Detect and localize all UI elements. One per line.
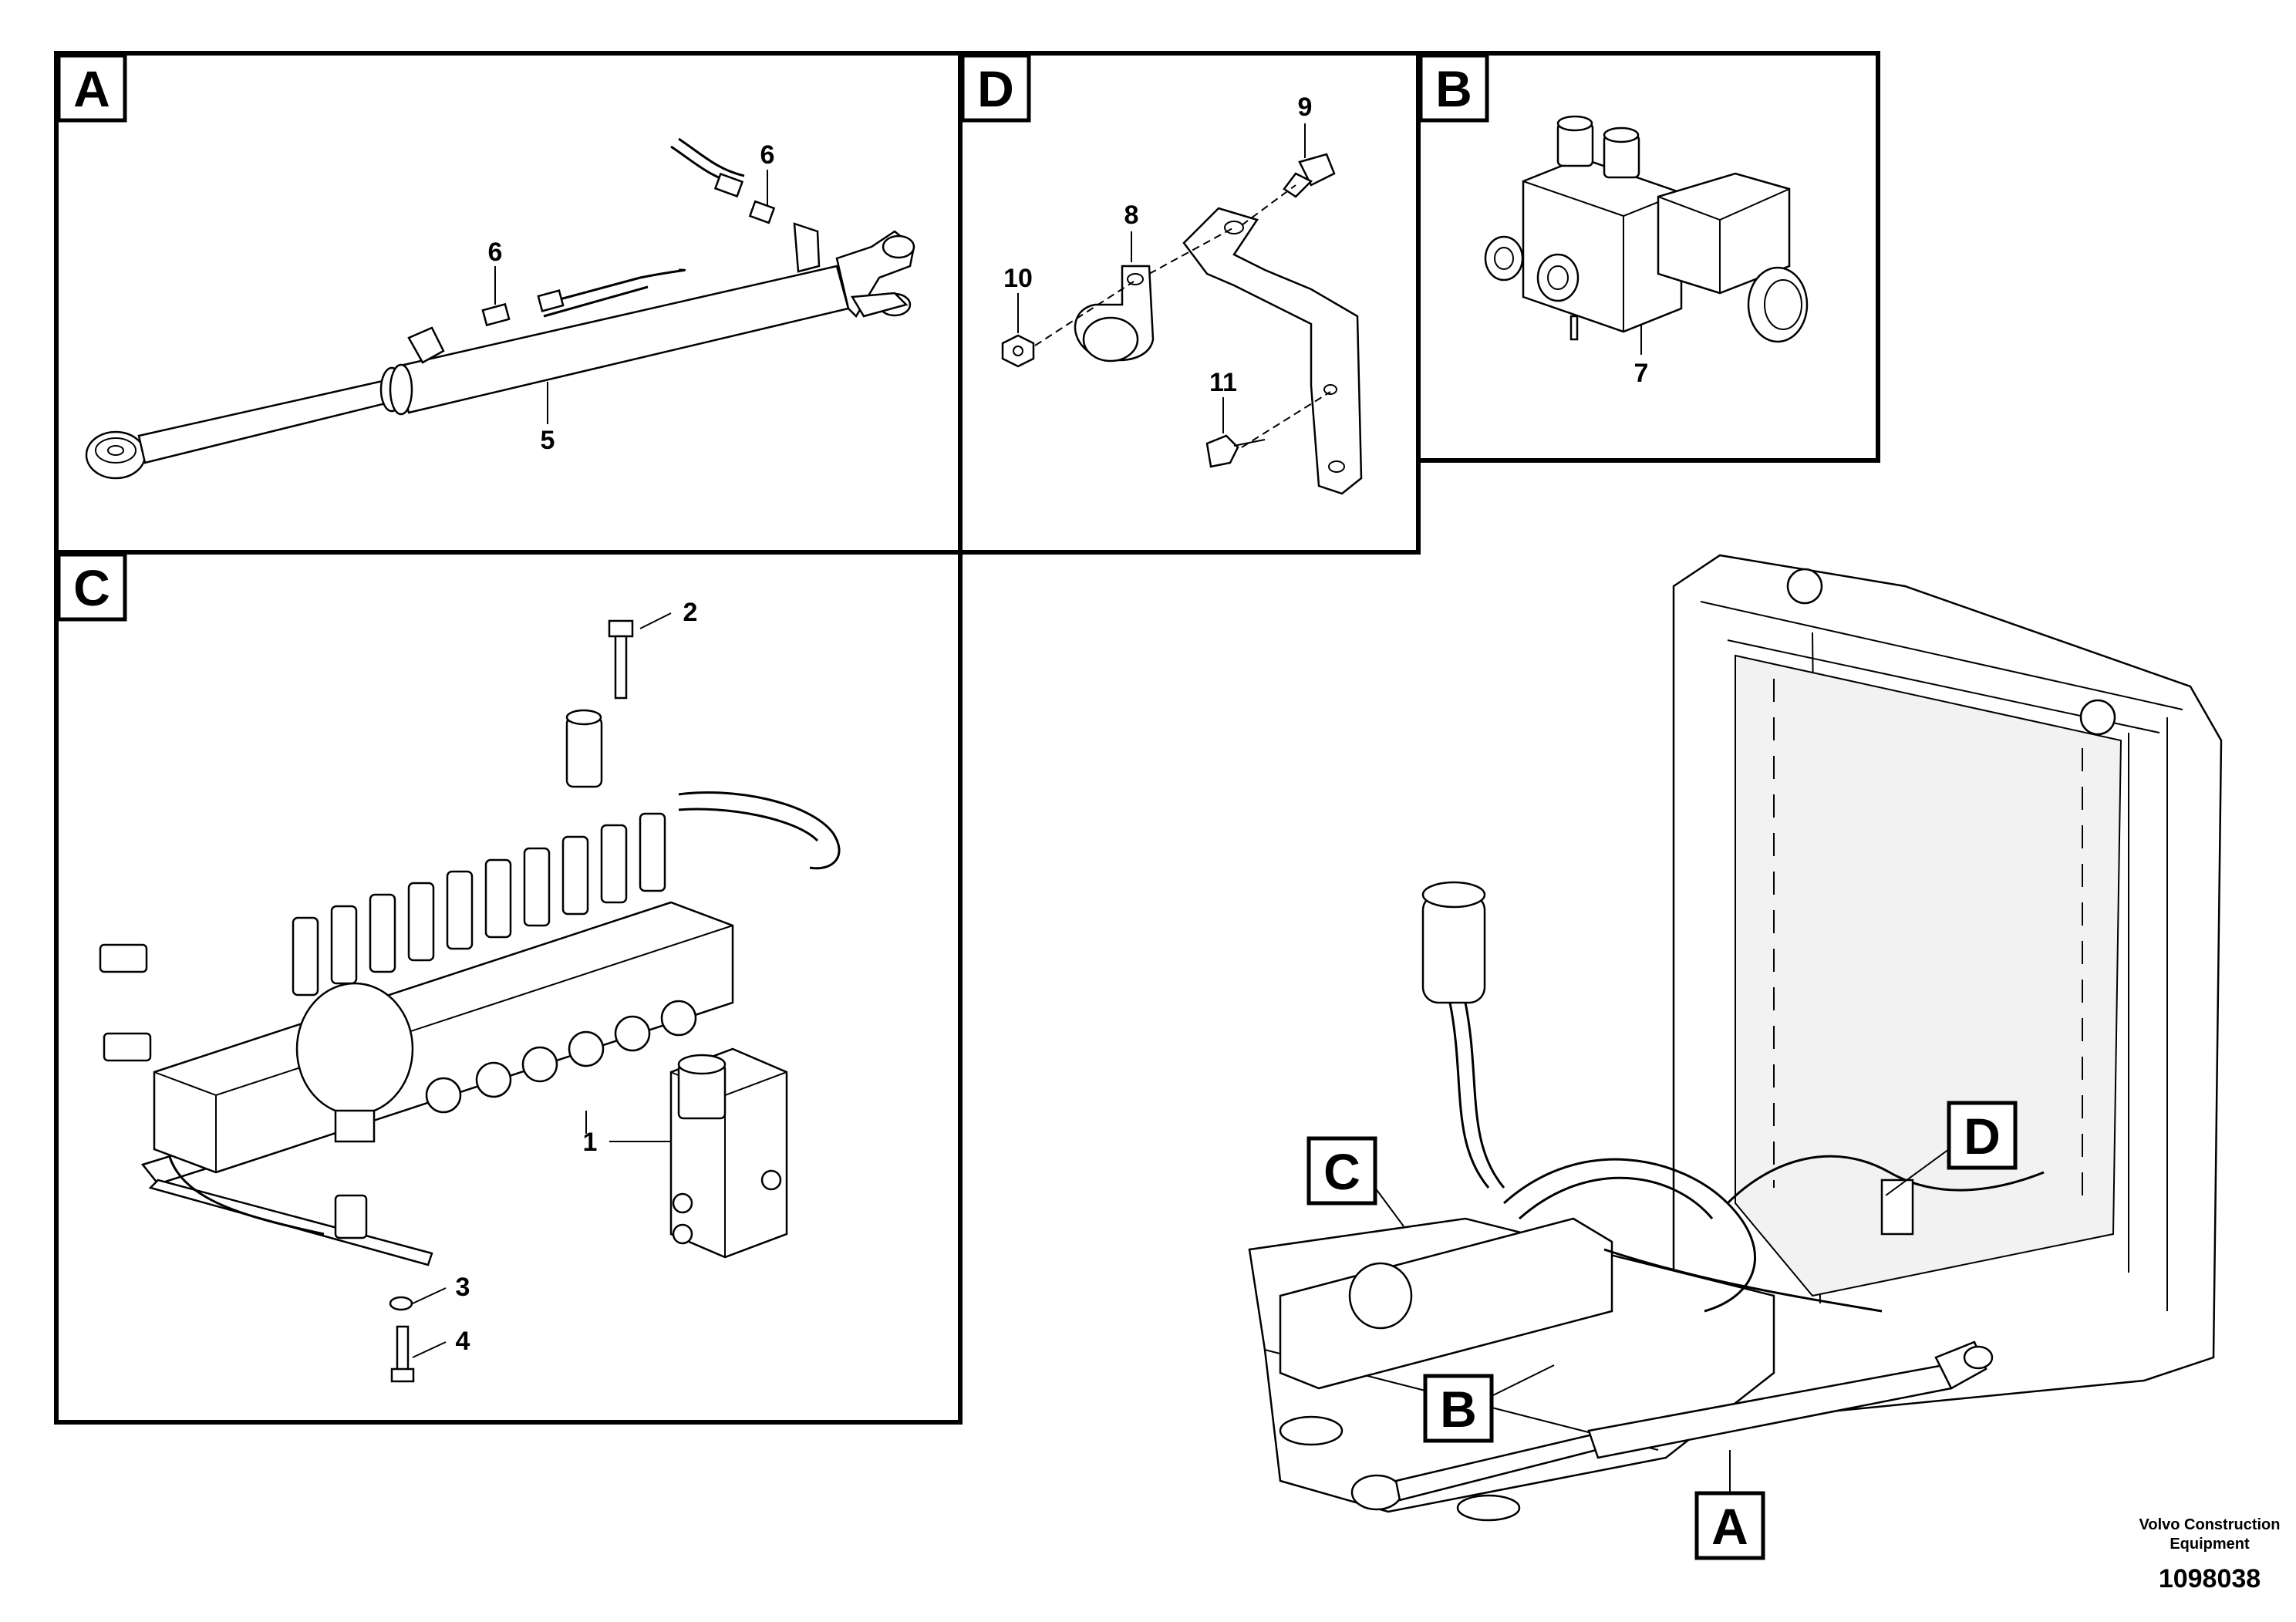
panel-d-bracket-drawing [1001,153,1363,495]
svg-text:4: 4 [456,1327,470,1356]
callout-6-left: 6 [488,238,503,305]
callout-10: 10 [1003,264,1033,333]
svg-text:6: 6 [760,140,775,170]
callout-3: 3 [412,1273,470,1304]
svg-text:8: 8 [1124,201,1139,230]
svg-text:A: A [1711,1498,1748,1555]
footer-drawing-number: 1098038 [2159,1564,2261,1593]
svg-text:1: 1 [583,1128,598,1157]
panel-b-valve-drawing [1484,115,1809,343]
overview-machine-drawing [1248,554,2223,1522]
panel-a-cylinder-drawing [85,137,915,480]
svg-text:7: 7 [1634,359,1649,388]
callout-11: 11 [1209,368,1237,433]
svg-text:6: 6 [488,238,503,267]
callout-1: 1 [583,1128,671,1157]
svg-text:10: 10 [1003,264,1033,293]
svg-text:9: 9 [1298,93,1313,122]
callout-4: 4 [412,1327,470,1358]
svg-text:3: 3 [456,1273,470,1302]
overview-marker-d: D [1885,1101,2018,1196]
svg-text:B: B [1435,60,1472,117]
panel-label-c: C [56,552,127,622]
callout-5: 5 [541,382,555,455]
callout-9: 9 [1298,93,1313,158]
svg-text:2: 2 [683,598,698,627]
footer-manufacturer: Volvo Construction Equipment [2139,1516,2281,1553]
overview-marker-a: A [1694,1450,1765,1560]
svg-text:A: A [73,60,110,117]
panel-label-b: B [1418,53,1489,123]
panel-label-d: D [960,53,1031,123]
panel-frames [54,51,1880,1425]
svg-text:B: B [1440,1381,1477,1438]
callout-8: 8 [1124,201,1139,262]
panel-label-a: A [56,53,127,123]
svg-text:5: 5 [541,426,555,455]
overview-marker-c: C [1306,1136,1404,1227]
svg-text:C: C [73,559,110,616]
svg-text:D: D [977,60,1014,117]
callout-2: 2 [639,598,698,629]
overview-marker-b: B [1423,1364,1555,1443]
svg-text:11: 11 [1209,368,1237,397]
svg-text:Volvo Construction: Volvo Construction [2139,1516,2281,1533]
callout-7: 7 [1634,324,1649,388]
svg-text:Equipment: Equipment [2170,1536,2250,1553]
panel-c-valve-block-drawing [99,619,841,1383]
callout-6-right: 6 [760,140,775,207]
svg-text:C: C [1323,1143,1360,1200]
svg-text:1098038: 1098038 [2159,1564,2261,1593]
svg-text:D: D [1964,1108,2001,1165]
